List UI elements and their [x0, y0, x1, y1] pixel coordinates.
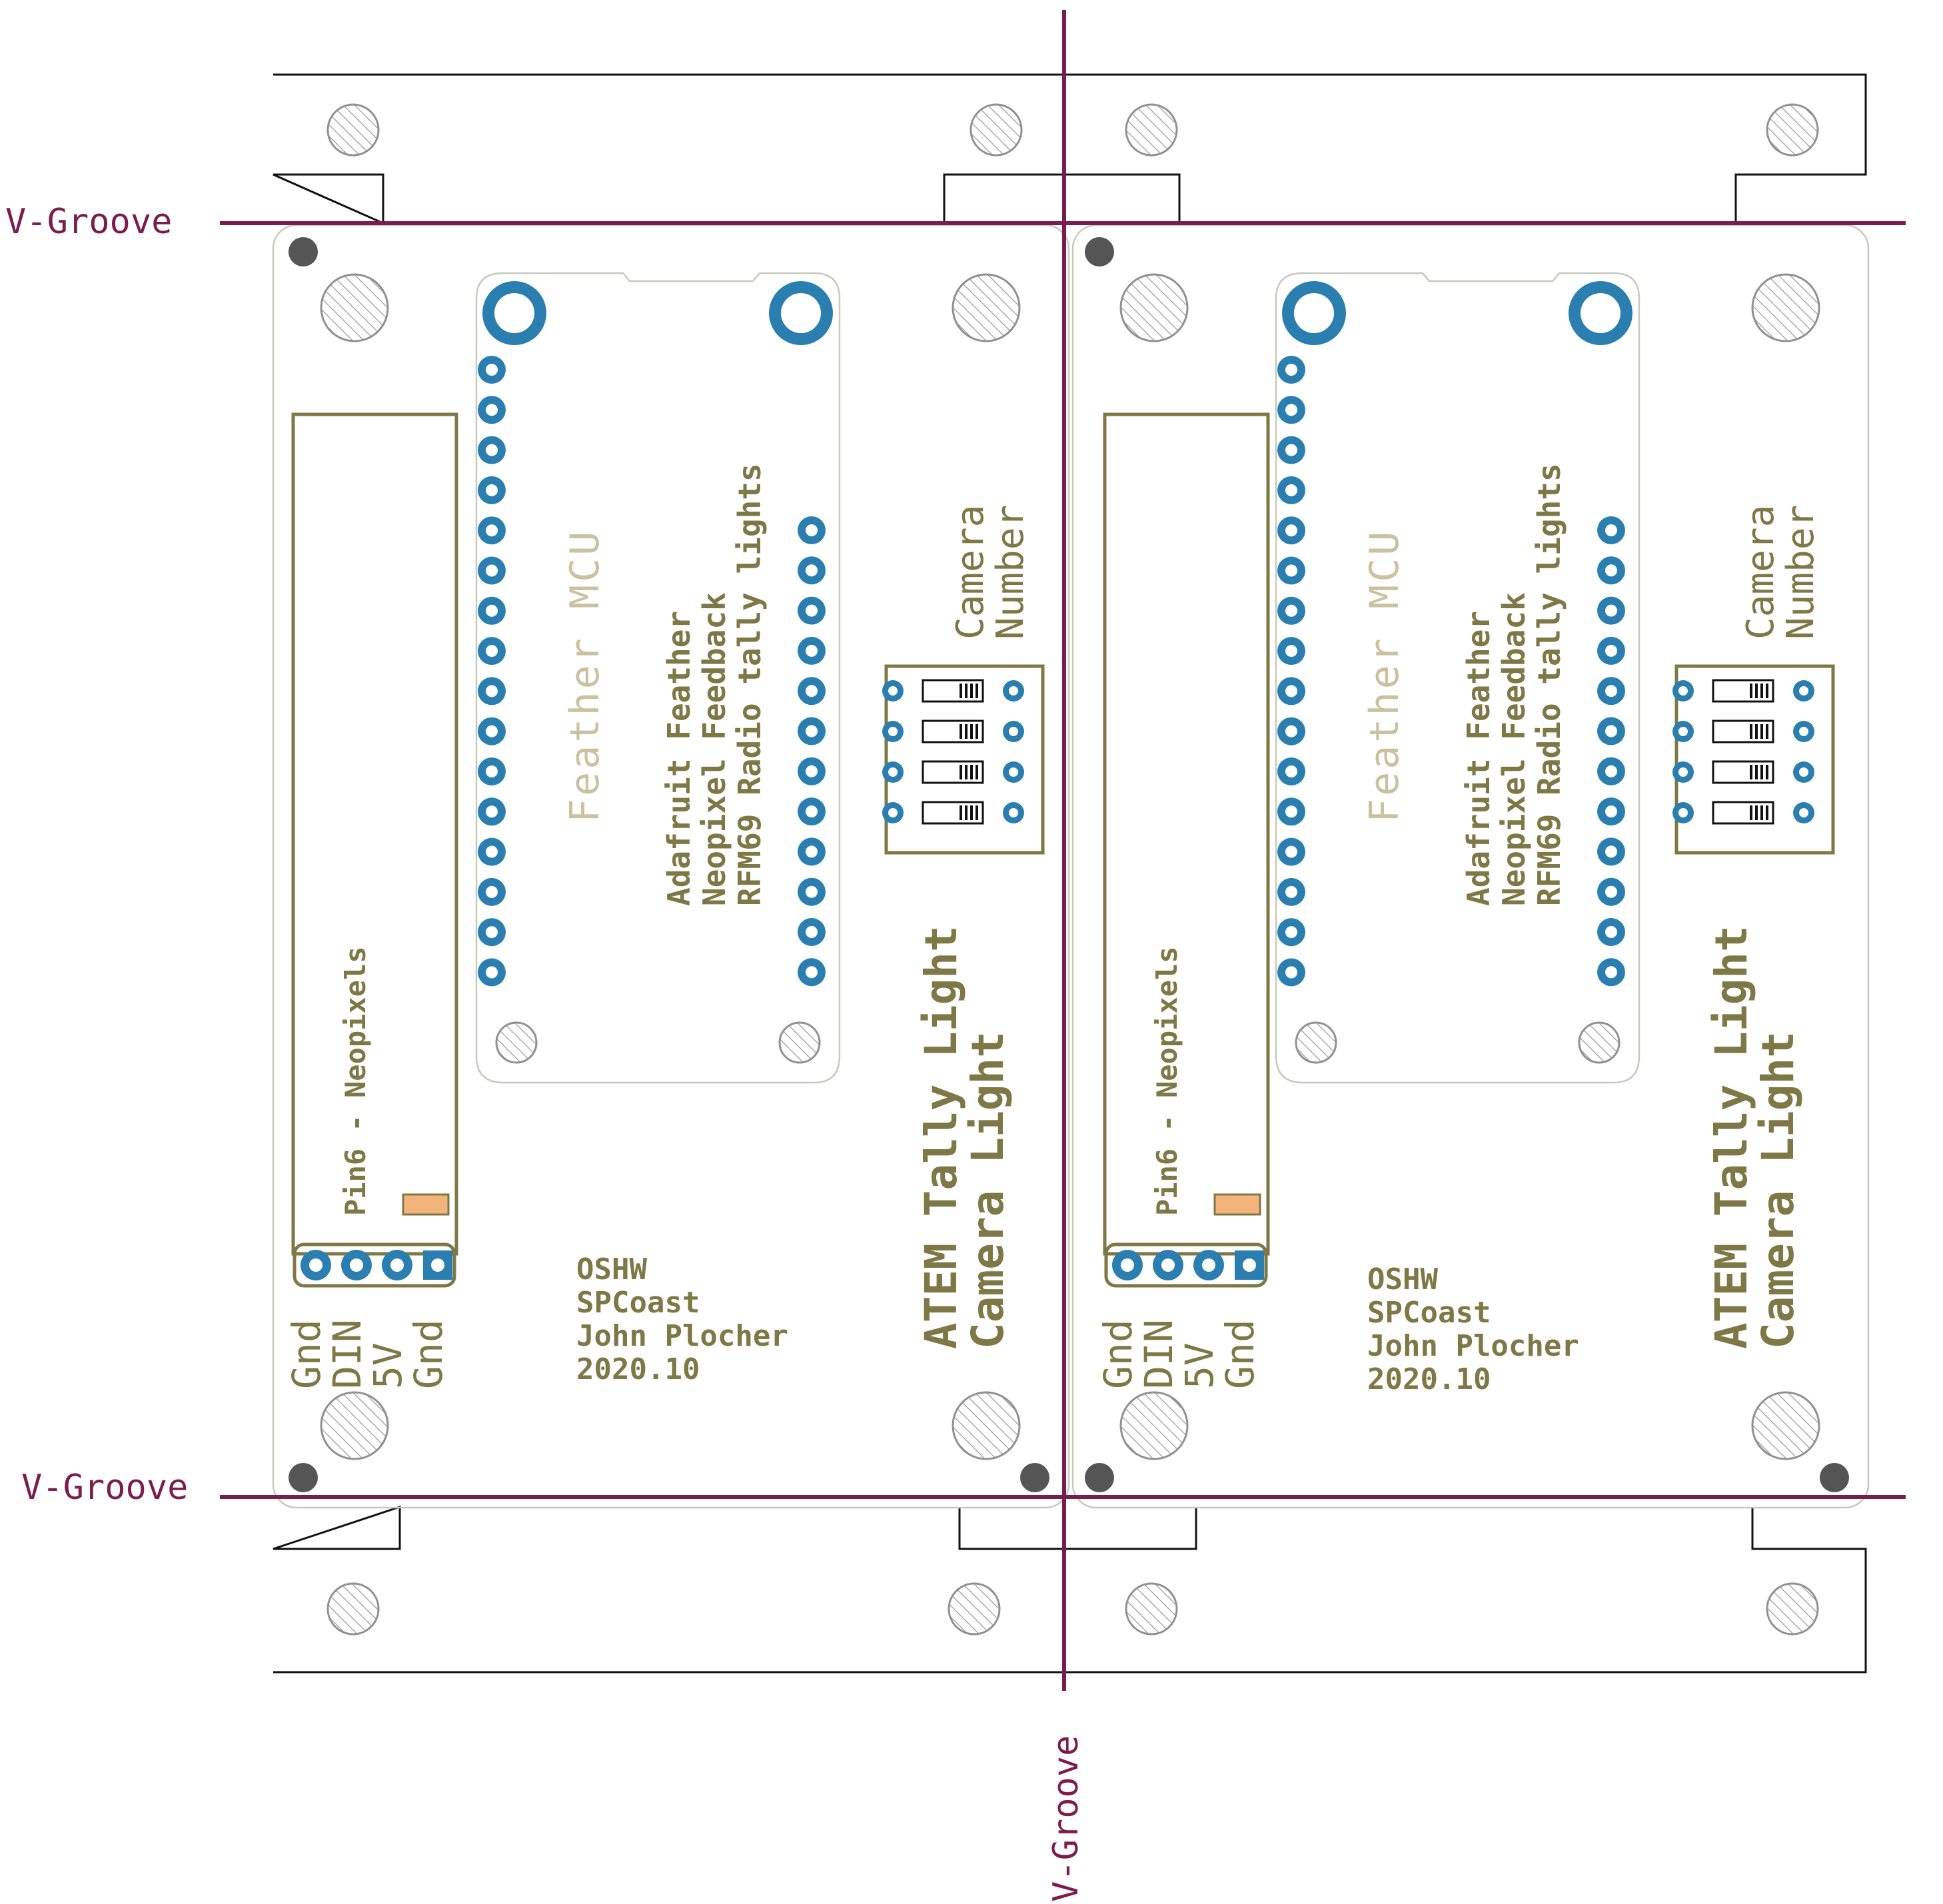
header-pin-label: Gnd — [284, 1319, 329, 1389]
title-line-1: ATEM Tally Light — [1706, 925, 1757, 1349]
rail-hole — [1125, 1582, 1178, 1636]
strip-label: Pin6 - Neopixels — [339, 946, 372, 1216]
strip-label: Pin6 - Neopixels — [1151, 946, 1183, 1216]
board-left: Feather MCU Adafruit Feather Neopixel Fe… — [272, 224, 1070, 1509]
mounting-hole — [1119, 1391, 1189, 1460]
credit-oshw: OSHW — [576, 1252, 647, 1286]
vgroove-label-center: V-Groove — [1046, 1735, 1086, 1902]
credit-date: 2020.10 — [1367, 1362, 1491, 1396]
description-line-2: Neopixel Feedback — [696, 592, 732, 906]
feather-hole — [1578, 1021, 1620, 1064]
feather-hole — [495, 1021, 538, 1064]
mounting-hole — [1119, 273, 1189, 342]
mounting-hole — [952, 273, 1021, 342]
description-line-3: RFM69 Radio tally lights — [732, 463, 768, 906]
neopixel-strip-outline — [1103, 412, 1270, 1256]
dip-switch-slot — [1712, 719, 1774, 743]
credit-oshw: OSHW — [1367, 1262, 1438, 1296]
feather-hole — [778, 1021, 821, 1064]
rail-hole — [326, 103, 380, 157]
fiducial — [289, 1463, 318, 1492]
description-line-1: Adafruit Feather — [1461, 611, 1497, 906]
credit-company: SPCoast — [576, 1286, 700, 1320]
feather-pins-right — [1597, 516, 1625, 987]
header-pins — [301, 1250, 452, 1280]
feather-mcu-label: Feather MCU — [562, 529, 608, 823]
feather-outline — [475, 272, 841, 1084]
vgroove-label-bottom: V-Groove — [21, 1468, 188, 1508]
feather-mcu-label: Feather MCU — [1361, 529, 1408, 823]
header-pin-label: 5V — [1177, 1342, 1222, 1389]
feather-hole — [1295, 1021, 1337, 1064]
feather-pins-left — [1277, 356, 1305, 987]
dip-switch-slot — [922, 760, 984, 784]
fiducial — [1820, 1463, 1849, 1492]
board-right: Feather MCU Adafruit Feather Neopixel Fe… — [1071, 224, 1870, 1509]
fiducial — [1020, 1463, 1049, 1492]
credit-date: 2020.10 — [576, 1352, 700, 1386]
description-line-1: Adafruit Feather — [661, 611, 697, 906]
title-line-1: ATEM Tally Light — [916, 925, 967, 1349]
dip-switch-slot — [1712, 801, 1774, 825]
rail-hole — [326, 1582, 380, 1636]
mounting-hole — [320, 1391, 389, 1460]
number-label: Number — [989, 505, 1032, 640]
camera-label: Camera — [1739, 505, 1782, 640]
header-outline — [293, 1242, 456, 1288]
feather-outline — [1275, 272, 1640, 1084]
fiducial — [1085, 1463, 1114, 1492]
header-pin-label: DIN — [324, 1319, 370, 1389]
feather-pins-right — [798, 516, 826, 987]
dip-switch-outline — [1674, 664, 1835, 855]
bottom-rail-outline — [273, 1505, 1867, 1673]
dip-switch-slot — [1712, 679, 1774, 703]
credit-author: John Plocher — [1367, 1329, 1579, 1363]
dip-switch — [1672, 679, 1814, 825]
rail-hole — [948, 1582, 1001, 1636]
mounting-hole — [952, 1391, 1021, 1460]
top-rail-outline — [273, 73, 1867, 225]
header-pin-label: Gnd — [1095, 1319, 1141, 1389]
mounting-hole — [320, 273, 389, 342]
rail-hole — [1766, 1582, 1819, 1636]
credit-author: John Plocher — [576, 1319, 788, 1353]
fiducial — [289, 237, 318, 266]
dip-switch-slot — [922, 801, 984, 825]
rail-hole — [1125, 103, 1178, 157]
description-line-2: Neopixel Feedback — [1496, 592, 1532, 906]
header-pin-label: Gnd — [1217, 1319, 1263, 1389]
dip-switch-slot — [1712, 760, 1774, 784]
number-label: Number — [1779, 505, 1822, 640]
rail-hole — [1766, 103, 1819, 157]
description-line-3: RFM69 Radio tally lights — [1531, 463, 1567, 906]
mounting-hole — [1751, 273, 1820, 342]
mounting-hole — [1751, 1391, 1820, 1460]
vgroove-label-top: V-Groove — [5, 202, 172, 242]
title-line-2: Camera Light — [962, 1031, 1013, 1349]
credit-company: SPCoast — [1367, 1296, 1491, 1330]
header-pin-label: DIN — [1136, 1319, 1181, 1389]
dip-switch — [882, 679, 1024, 825]
dip-switch-outline — [884, 664, 1045, 855]
dip-switch-slot — [922, 679, 984, 703]
title-line-2: Camera Light — [1752, 1031, 1804, 1349]
camera-label: Camera — [949, 505, 992, 640]
neopixel-strip-outline — [291, 412, 458, 1256]
dip-switch-slot — [922, 719, 984, 743]
feather-pins-left — [478, 356, 506, 987]
header-pin-label: 5V — [365, 1342, 410, 1389]
smd-led — [402, 1193, 450, 1216]
header-pin-label: Gnd — [406, 1319, 451, 1389]
header-pins — [1112, 1250, 1264, 1280]
header-outline — [1104, 1242, 1268, 1288]
rail-hole — [970, 103, 1023, 157]
fiducial — [1085, 237, 1114, 266]
smd-led — [1213, 1193, 1261, 1216]
rail-holes — [326, 103, 1819, 1636]
